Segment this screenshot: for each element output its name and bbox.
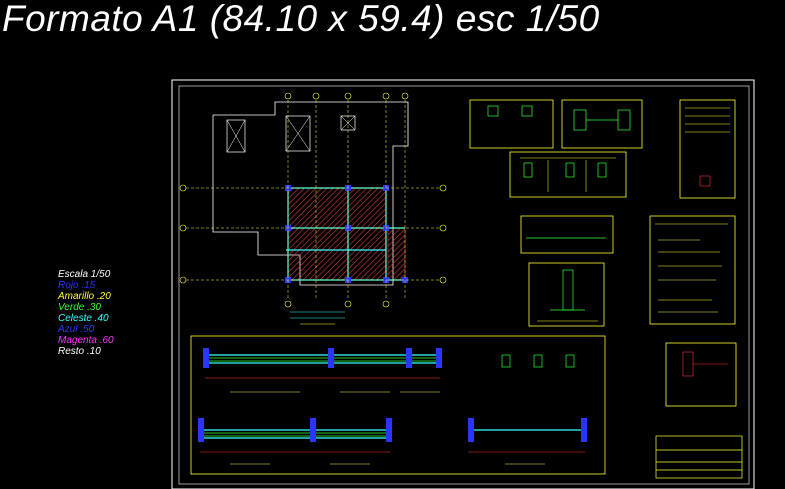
sheet-format-title: Formato A1 (84.10 x 59.4) esc 1/50 <box>2 0 600 39</box>
legend-item-magenta: Magenta .60 <box>58 335 114 346</box>
legend-item-green: Verde .30 <box>58 302 101 313</box>
legend-item-blue: Azul .50 <box>58 324 95 335</box>
detail-contents <box>487 105 730 377</box>
beam-elevations <box>198 348 587 465</box>
sheet-frame <box>171 79 755 489</box>
legend-item-rest: Resto .10 <box>58 346 101 357</box>
title-block <box>655 435 743 479</box>
legend-item-scale: Escala 1/50 <box>58 269 111 280</box>
legend-item-cyan: Celeste .40 <box>58 313 109 324</box>
detail-panels <box>190 99 737 475</box>
floor-plan <box>179 92 447 325</box>
legend-item-red: Rojo .15 <box>58 280 96 291</box>
legend-item-yellow: Amarillo .20 <box>58 291 111 302</box>
pen-weight-legend: Escala 1/50 Rojo .15 Amarillo .20 Verde … <box>58 269 168 357</box>
